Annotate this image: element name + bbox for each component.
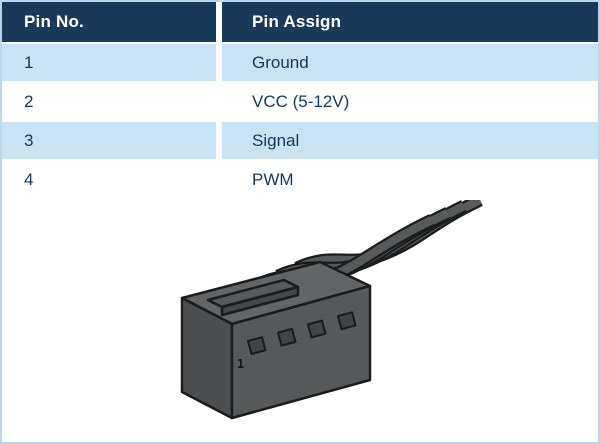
pin1-marking: 1: [237, 357, 244, 371]
pin-assignment: Signal: [222, 122, 598, 159]
pin-number: 3: [2, 122, 216, 159]
table-row: 1 Ground: [2, 44, 598, 81]
table-row: 4 PWM: [2, 161, 598, 198]
fan-connector-illustration: 1: [2, 200, 598, 440]
pin-assignment: PWM: [222, 161, 598, 198]
table-header-row: Pin No. Pin Assign: [2, 2, 598, 42]
pin-assignment: Ground: [222, 44, 598, 81]
connector-body: 1: [180, 260, 372, 420]
header-pin-assign: Pin Assign: [222, 2, 598, 42]
latch-tab-front: [220, 285, 300, 317]
pin-number: 4: [2, 161, 216, 198]
pin-number: 2: [2, 83, 216, 120]
header-pin-no: Pin No.: [2, 2, 216, 42]
table-row: 3 Signal: [2, 122, 598, 159]
pin-assignment-table: Pin No. Pin Assign 1 Ground 2 VCC (5-12V…: [2, 2, 598, 198]
pin-assignment: VCC (5-12V): [222, 83, 598, 120]
table-row: 2 VCC (5-12V): [2, 83, 598, 120]
pin-holes: [247, 311, 357, 355]
pin-number: 1: [2, 44, 216, 81]
fan-connector-icon: 1: [180, 200, 483, 420]
